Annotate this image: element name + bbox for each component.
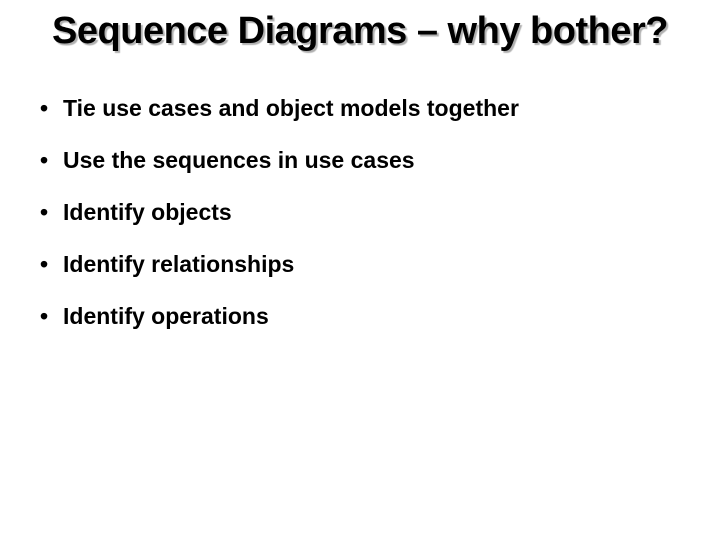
bullet-item: • Identify operations (40, 302, 690, 330)
slide-title: Sequence Diagrams – why bother? (52, 10, 668, 52)
bullet-list: • Tie use cases and object models togeth… (40, 94, 690, 354)
bullet-item: • Identify relationships (40, 250, 690, 278)
bullet-icon: • (40, 95, 49, 121)
bullet-text: Identify objects (63, 199, 232, 225)
bullet-icon: • (40, 199, 49, 225)
bullet-icon: • (40, 303, 49, 329)
bullet-icon: • (40, 147, 49, 173)
bullet-icon: • (40, 251, 49, 277)
bullet-text: Identify relationships (63, 251, 295, 277)
bullet-item: • Use the sequences in use cases (40, 146, 690, 174)
bullet-text: Tie use cases and object models together (63, 95, 519, 121)
bullet-item: • Tie use cases and object models togeth… (40, 94, 690, 122)
bullet-item: • Identify objects (40, 198, 690, 226)
bullet-text: Identify operations (63, 303, 269, 329)
bullet-text: Use the sequences in use cases (63, 147, 415, 173)
